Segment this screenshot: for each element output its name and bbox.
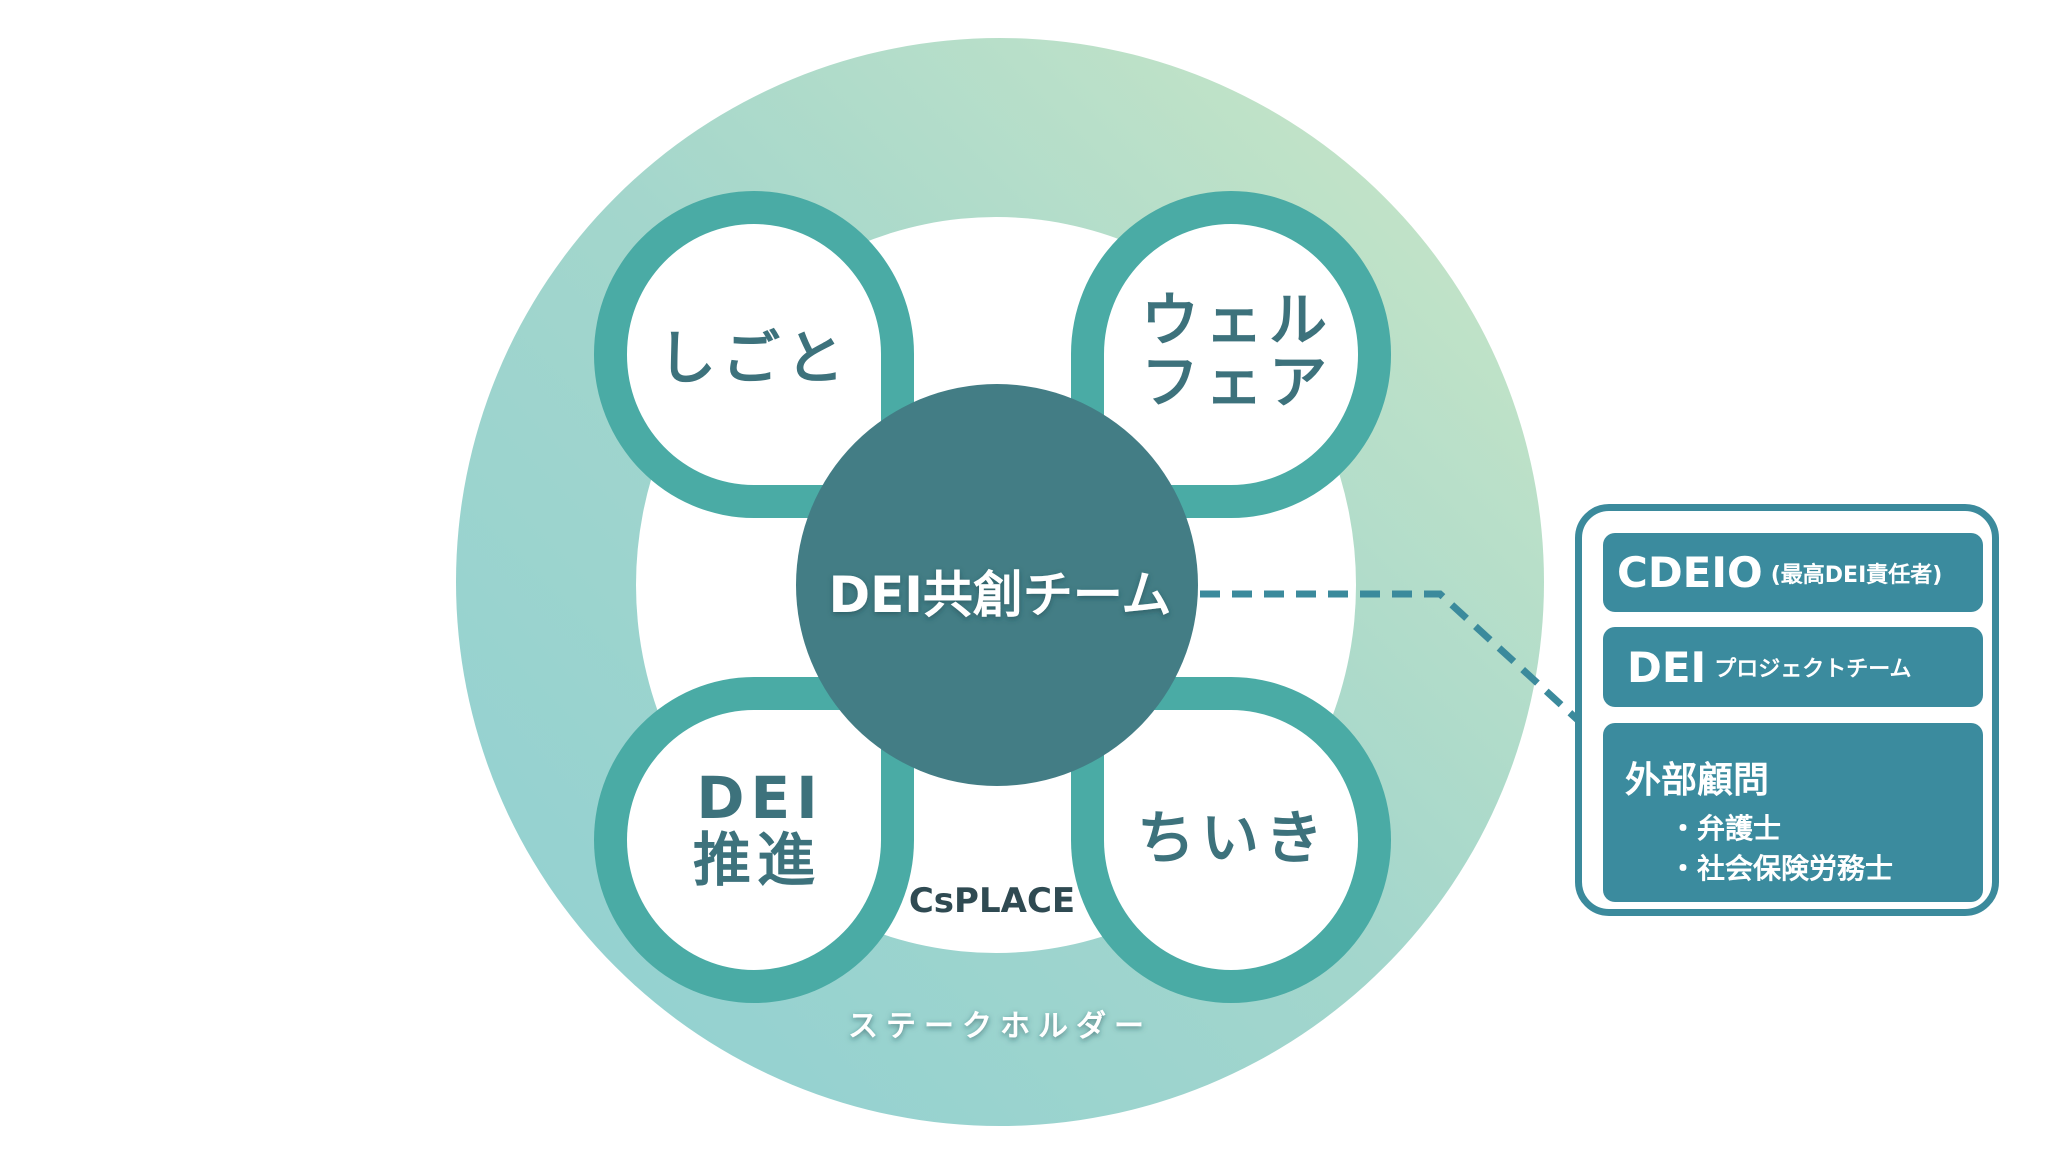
petal-chiiki [1071, 677, 1391, 1003]
petal-dei-promotion [594, 677, 914, 1003]
center-circle [796, 384, 1198, 786]
cdeio-subtitle: (最高DEI責任者) [1770, 562, 1943, 588]
cdeio-title: CDEIO [1617, 548, 1763, 597]
connector-dashed-line [1200, 590, 1583, 725]
team-structure-panel: CDEIO (最高DEI責任者) DEI プロジェクトチーム 外部顧問 ・弁護士… [1575, 504, 1999, 916]
advisor-item: ・社会保険労務士 [1669, 852, 1894, 885]
external-advisors-box: 外部顧問 ・弁護士 ・社会保険労務士 [1603, 723, 1983, 902]
advisor-item: ・弁護士 [1669, 812, 1782, 845]
advisors-title: 外部顧問 [1625, 760, 1770, 801]
petal-label-suishin: 推進 [693, 826, 821, 894]
project-team-title: DEI [1627, 642, 1707, 692]
csplace-logo: CsPLACE [909, 881, 1075, 921]
petal-label-welfare-2: フェア [1141, 348, 1333, 416]
cdeio-box: CDEIO (最高DEI責任者) [1603, 533, 1983, 612]
petal-welfare [1071, 191, 1392, 518]
project-team-subtitle: プロジェクトチーム [1714, 657, 1912, 682]
project-team-box: DEI プロジェクトチーム [1603, 627, 1983, 707]
center-label: DEI共創チーム [829, 566, 1172, 624]
stakeholder-label: ステークホルダー [848, 1009, 1152, 1044]
petal-label-chiiki: ちいき [1137, 804, 1329, 872]
petal-label-shigoto: しごと [658, 324, 850, 392]
petal-label-welfare-1: ウェル [1141, 286, 1333, 354]
petal-label-dei: DEI [696, 764, 823, 832]
petal-shigoto [593, 191, 914, 518]
